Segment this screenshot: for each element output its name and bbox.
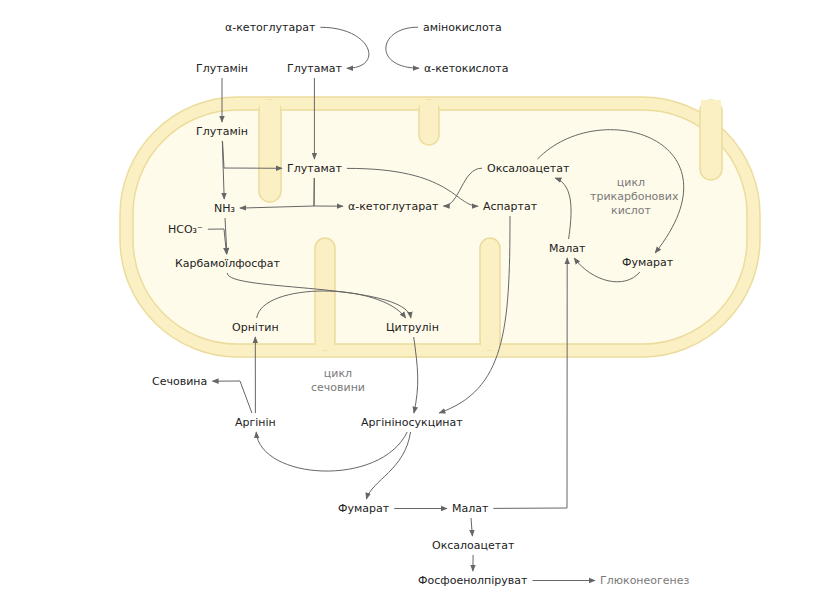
node-text: Фумарат xyxy=(622,256,673,269)
reaction-arrow xyxy=(240,178,314,208)
reaction-arrow xyxy=(222,78,223,122)
node-text: Малат xyxy=(452,502,488,515)
metabolite-label: Аспартат xyxy=(480,199,540,214)
node-text: Оксалоацетат xyxy=(487,162,569,175)
metabolite-label: Малат xyxy=(546,241,588,256)
node-text: HCO₃⁻ xyxy=(168,223,203,236)
reaction-arrow xyxy=(439,216,510,413)
metabolite-label: Глутамін xyxy=(193,124,251,139)
metabolite-label: Орнітин xyxy=(229,320,282,335)
reaction-arrow xyxy=(414,337,418,413)
node-text: α-кетоглутарат xyxy=(348,200,438,213)
reaction-arrow xyxy=(314,78,315,159)
reaction-arrow xyxy=(255,337,256,413)
metabolite-label: HCO₃⁻ xyxy=(165,222,206,237)
reaction-arrow xyxy=(555,178,571,239)
node-text: Оксалоацетат xyxy=(432,539,514,552)
metabolite-label: Аргініносукцинат xyxy=(358,415,466,430)
node-text: Глюконеогенез xyxy=(600,574,689,587)
metabolite-label: Глюконеогенез xyxy=(597,573,692,588)
cristae xyxy=(259,100,722,350)
node-text: Малат xyxy=(549,242,585,255)
node-text: Сечовина xyxy=(152,375,207,388)
reaction-arrow xyxy=(227,273,411,318)
metabolite-label: Цитрулін xyxy=(383,320,442,335)
reaction-arrow xyxy=(472,555,473,571)
metabolite-label: Глутамат xyxy=(284,161,345,176)
reaction-arrow xyxy=(366,432,410,499)
node-text: Фосфоенолпіруват xyxy=(418,574,527,587)
node-text: Аргінін xyxy=(235,416,276,429)
metabolite-label: NH₃ xyxy=(211,201,238,216)
reaction-arrow xyxy=(443,168,482,206)
reaction-arrow xyxy=(256,432,407,471)
node-text: α-кетоглутарат xyxy=(225,21,315,34)
metabolite-label: Фумарат xyxy=(619,255,676,270)
node-text: Цитрулін xyxy=(386,321,439,334)
node-text: Орнітин xyxy=(232,321,279,334)
metabolite-label: α-кетокислота xyxy=(421,61,512,76)
node-text: Глутамат xyxy=(287,62,342,75)
metabolite-label: Сечовина xyxy=(149,374,210,389)
metabolite-label: Глутамат xyxy=(284,61,345,76)
metabolite-label: α-кетоглутарат xyxy=(222,20,318,35)
metabolite-label: Карбамоїлфосфат xyxy=(172,256,283,271)
node-text: Глутамін xyxy=(196,62,248,75)
reaction-arrow xyxy=(386,27,419,68)
reaction-arrow xyxy=(257,291,406,318)
reaction-arrow xyxy=(222,141,224,199)
node-text: NH₃ xyxy=(214,202,235,215)
node-text: амінокислота xyxy=(423,21,502,34)
node-text: Глутамат xyxy=(287,162,342,175)
reaction-arrow xyxy=(493,258,567,508)
metabolite-label: Глутамін xyxy=(193,61,251,76)
reaction-arrow xyxy=(223,141,283,168)
inner-membrane xyxy=(133,110,747,344)
node-text: Аргініносукцинат xyxy=(361,416,463,429)
reaction-arrow xyxy=(471,518,472,536)
reaction-arrow xyxy=(208,229,227,254)
metabolite-label: Малат xyxy=(449,501,491,516)
reaction-arrow xyxy=(314,178,343,206)
cycle-label: цикл сечовини xyxy=(303,367,373,395)
node-text: Аспартат xyxy=(483,200,537,213)
metabolite-label: амінокислота xyxy=(420,20,505,35)
reaction-arrow xyxy=(394,508,447,509)
metabolite-label: α-кетоглутарат xyxy=(345,199,441,214)
node-text: Глутамін xyxy=(196,125,248,138)
metabolite-label: Фосфоенолпіруват xyxy=(415,573,530,588)
metabolite-label: Фумарат xyxy=(335,501,392,516)
metabolite-label: Оксалоацетат xyxy=(484,161,572,176)
reaction-arrow xyxy=(533,580,596,581)
metabolite-label: Оксалоацетат xyxy=(429,538,517,553)
cycle-label: цикл трикарбонових кислот xyxy=(590,176,672,218)
node-text: Фумарат xyxy=(338,502,389,515)
metabolite-label: Аргінін xyxy=(232,415,279,430)
outer-membrane xyxy=(120,97,760,357)
reaction-arrow xyxy=(538,130,684,253)
node-text: Карбамоїлфосфат xyxy=(175,257,280,270)
reaction-arrow xyxy=(212,381,252,413)
node-text: α-кетокислота xyxy=(424,62,509,75)
